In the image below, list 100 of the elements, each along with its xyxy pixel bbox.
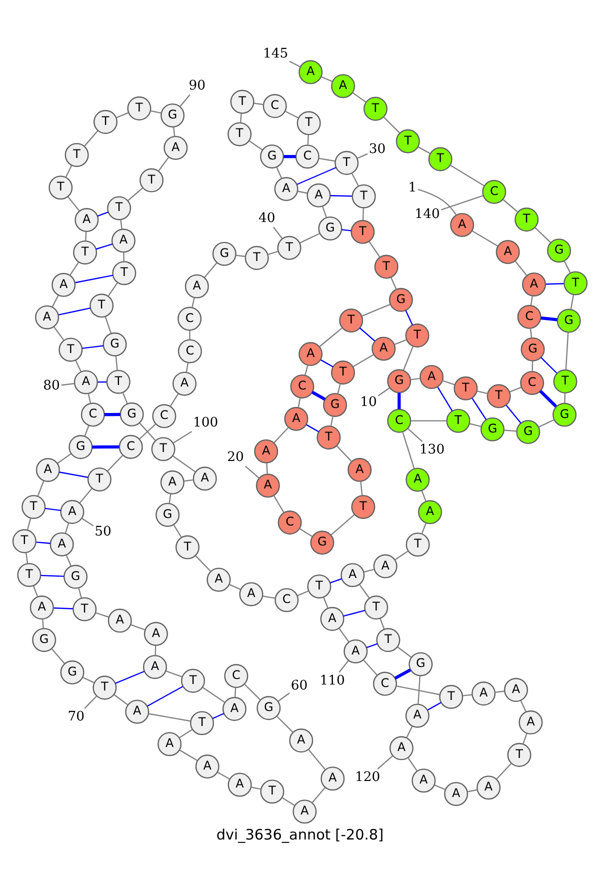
connector [120,219,122,230]
node-circle: T [181,668,206,693]
connector [158,156,170,172]
node-circle: A [206,568,231,592]
node-circle: C [387,408,412,433]
node-text: 20 [227,450,244,466]
connector [337,384,341,394]
connector [469,423,482,428]
connector [304,365,308,376]
connector [25,552,28,564]
node-circle: A [344,639,368,664]
node-circle: G [388,288,413,312]
connector [85,232,87,241]
connector [472,230,498,247]
connector [184,479,194,482]
connector [189,330,190,340]
node-circle: A [239,582,264,606]
node-circle: C [80,402,105,427]
node-circle: A [254,439,278,464]
node-circle: A [160,470,184,494]
node-circle: T [106,370,130,394]
node-circle: T [22,494,46,519]
node-circle: C [278,510,302,535]
connector [364,568,374,573]
connector [408,757,418,772]
connector [276,166,282,178]
connector [336,446,352,462]
connector [397,646,412,658]
connector [84,130,98,147]
node-circle: G [480,417,504,442]
node-circle: T [175,535,200,560]
connector [107,454,124,472]
connector [462,694,472,696]
connector [114,694,128,706]
node-text: 100 [193,415,218,430]
caption: dvi_3636_annot [-20.8] [216,827,384,844]
connector [359,328,376,342]
node-circle: T [73,240,98,264]
connector [396,686,440,696]
connector [234,688,236,698]
connector [170,393,179,407]
connector [278,692,290,702]
connector [405,310,413,326]
connector [204,262,218,278]
connector [296,166,336,185]
connector [307,134,309,145]
connector [437,386,453,412]
node-circle: A [340,563,365,588]
connector [368,241,380,258]
connector [248,140,263,150]
connector [52,295,59,308]
node-circle: G [212,242,236,266]
node-circle: A [195,754,220,779]
connector [538,419,554,428]
connector [192,298,195,308]
connector [84,696,98,709]
connector [245,466,260,478]
node-circle: C [372,672,397,696]
node-circle: C [152,404,176,428]
connector [540,316,558,322]
connector [504,430,516,432]
node-circle: A [74,208,99,232]
node-circle: A [306,183,331,208]
node-text: 90 [188,78,206,94]
connector [360,482,363,496]
node-circle: A [373,554,398,578]
node-circle: A [450,212,474,237]
node-circle: T [351,494,376,519]
node-text: 30 [368,142,386,158]
connector [108,282,118,296]
node-circle: G [256,696,281,720]
node-circle: A [158,732,182,756]
node-circle: G [156,502,180,527]
node-circle: T [190,711,214,736]
node-circle: A [320,606,344,631]
connector [402,346,414,370]
connector [434,784,446,790]
node-text: 140 [414,206,440,222]
connector [115,670,145,684]
connector [168,494,172,504]
connector [250,786,261,790]
connector [97,212,108,217]
connector [173,127,176,137]
node-circle: A [522,272,546,296]
connector [54,607,73,610]
connector [319,327,343,348]
node-circle: G [102,332,127,356]
node-circle: T [64,142,89,167]
node-circle: A [292,800,317,824]
node-text: 80 [43,378,60,394]
connector [298,190,308,194]
connector [195,555,212,572]
node-circle: A [472,682,496,706]
node-circle: T [331,360,356,385]
connector [406,726,413,738]
connector [82,676,94,684]
connector [147,686,184,707]
node-circle: C [517,304,542,329]
connector [530,296,533,306]
node-circle: A [504,678,528,702]
